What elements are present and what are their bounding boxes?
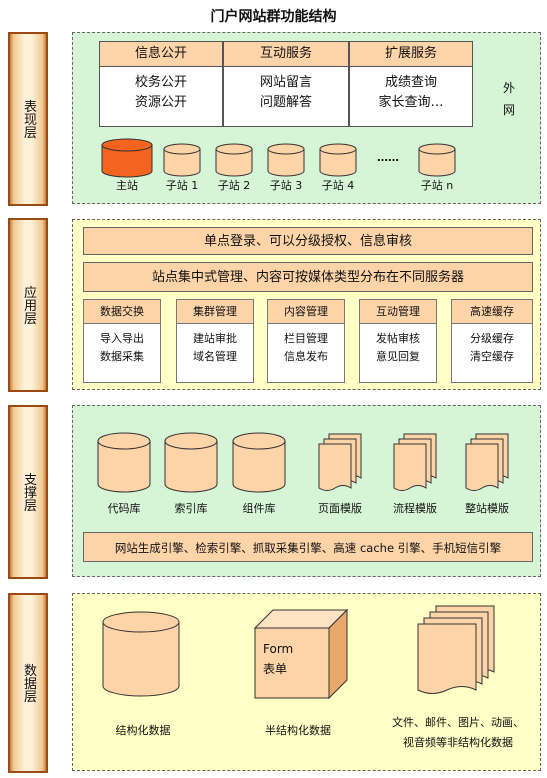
repo-label: 代码库	[107, 502, 141, 515]
engines-bar: 网站生成引擎、检索引擎、抓取采集引擎、高速 cache 引擎、手机短信引擎	[83, 532, 533, 562]
repo-label: 组件库	[242, 502, 276, 515]
app-bar-site-management: 站点集中式管理、内容可按媒体类型分布在不同服务器	[83, 262, 533, 292]
card-header: 信息公开	[100, 42, 222, 67]
site-label: 子站 1	[165, 179, 199, 192]
component-repo-cylinder	[232, 432, 286, 493]
unstructured-document-stack	[417, 605, 495, 694]
module-header: 高速缓存	[452, 300, 532, 324]
template-label: 流程模版	[393, 502, 437, 515]
module-line: 建站审批	[193, 332, 237, 345]
layer-tab-support: 支撑层	[8, 405, 48, 579]
site-label: 子站 n	[420, 179, 454, 192]
module-line: 分级缓存	[470, 332, 514, 345]
semi-structured-data-label: 半结构化数据	[265, 724, 331, 737]
layer-label-application: 应用层	[21, 285, 36, 325]
card-line: 网站留言	[259, 75, 312, 90]
site-label: 子站 4	[321, 179, 355, 192]
main-site-cylinder	[101, 138, 153, 178]
sites-graphic	[101, 138, 456, 178]
module-data-exchange: 数据交换 导入导出数据采集	[83, 299, 161, 383]
module-line: 清空缓存	[470, 350, 514, 363]
structured-data-cylinder	[102, 611, 180, 697]
diagram-title: 门户网站群功能结构	[210, 9, 337, 25]
module-interaction-management: 互动管理 发帖审核意见回复	[359, 299, 437, 383]
site-label: 主站	[116, 179, 138, 192]
card-header: 互动服务	[224, 42, 348, 67]
layer-tab-presentation: 表现层	[8, 32, 48, 206]
layer-tab-application: 应用层	[8, 218, 48, 392]
module-line: 导入导出	[100, 332, 144, 345]
index-repo-cylinder	[164, 432, 218, 493]
card-line: 校务公开	[134, 75, 187, 90]
template-label: 整站模版	[465, 502, 509, 515]
module-cache: 高速缓存 分级缓存清空缓存	[451, 299, 533, 383]
module-line: 信息发布	[284, 350, 328, 363]
support-panel: 代码库 索引库 组件库 页面模版 流程模版 整站模版 网站生成引擎、检索引擎、抓…	[72, 405, 541, 577]
form-cube	[253, 608, 349, 700]
extranet-label: 外网	[502, 81, 515, 117]
template-label: 页面模版	[318, 502, 362, 515]
card-info-public: 信息公开 校务公开 资源公开	[99, 41, 223, 127]
page-template-stack	[318, 433, 362, 491]
layer-label-support: 支撑层	[21, 472, 36, 512]
card-line: 问题解答	[259, 95, 312, 110]
module-line: 意见回复	[376, 350, 420, 363]
sub-site-cylinder	[267, 143, 305, 177]
code-repo-cylinder	[97, 432, 151, 493]
module-header: 互动管理	[360, 300, 436, 324]
sub-site-cylinder	[215, 143, 253, 177]
card-line: 成绩查询	[384, 75, 437, 90]
data-graphic	[102, 605, 495, 700]
module-header: 集群管理	[177, 300, 253, 324]
site-label: 子站 2	[217, 179, 251, 192]
site-label: 子站 3	[269, 179, 303, 192]
module-line: 数据采集	[100, 350, 144, 363]
form-box-line2: 表单	[263, 662, 288, 676]
repo-label: 索引库	[174, 502, 208, 515]
support-graphic	[97, 432, 509, 493]
site-template-stack	[465, 433, 509, 491]
flow-template-stack	[393, 433, 437, 491]
card-extended-service: 扩展服务 成绩查询 家长查询…	[349, 41, 473, 127]
module-line: 域名管理	[193, 350, 237, 363]
sub-site-cylinder	[319, 143, 357, 177]
module-header: 数据交换	[84, 300, 160, 324]
card-line: 家长查询…	[378, 95, 444, 110]
app-bar-sso: 单点登录、可以分级授权、信息审核	[83, 227, 533, 255]
module-line: 发帖审核	[376, 332, 420, 345]
presentation-panel: 信息公开 校务公开 资源公开 互动服务 网站留言 问题解答 扩展服务 成绩查询 …	[72, 32, 541, 204]
card-line: 资源公开	[134, 95, 187, 110]
sites-ellipsis: ……	[377, 151, 399, 164]
layer-label-presentation: 表现层	[21, 99, 36, 139]
unstructured-data-label-1: 文件、邮件、图片、动画、	[392, 716, 524, 729]
module-cluster-management: 集群管理 建站审批域名管理	[176, 299, 254, 383]
application-panel: 单点登录、可以分级授权、信息审核 站点集中式管理、内容可按媒体类型分布在不同服务…	[72, 219, 541, 390]
layer-label-data: 数据层	[21, 663, 36, 703]
layer-tab-data: 数据层	[8, 593, 48, 773]
card-interactive-service: 互动服务 网站留言 问题解答	[223, 41, 349, 127]
form-box-line1: Form	[263, 642, 294, 656]
module-content-management: 内容管理 栏目管理信息发布	[267, 299, 345, 383]
unstructured-data-label-2: 视音频等非结构化数据	[403, 736, 513, 749]
module-header: 内容管理	[268, 300, 344, 324]
module-line: 栏目管理	[284, 332, 328, 345]
sub-site-cylinder	[418, 143, 456, 177]
card-header: 扩展服务	[350, 42, 472, 67]
data-panel: Form 表单 结构化数据 半结构化数据 文件、邮件、图片、动画、 视音频等非结…	[72, 593, 541, 771]
sub-site-cylinder	[163, 143, 201, 177]
structured-data-label: 结构化数据	[115, 724, 171, 737]
